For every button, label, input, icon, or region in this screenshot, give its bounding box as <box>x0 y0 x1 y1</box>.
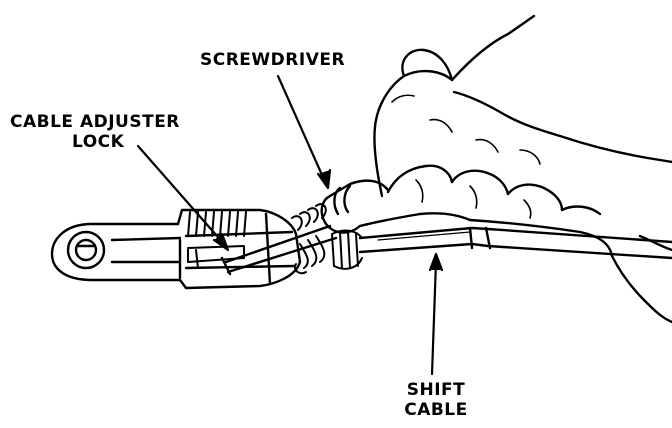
arrow-screwdriver <box>276 74 328 186</box>
arrow-lock <box>136 144 226 246</box>
arrow-shift-cable <box>430 260 438 376</box>
screwdriver-shaft <box>220 224 338 276</box>
label-line: CABLE ADJUSTER <box>10 112 180 132</box>
arrow-shift-cable-head <box>428 252 444 272</box>
hand <box>358 14 672 324</box>
arrow-screwdriver-head <box>316 168 332 190</box>
shift-cable <box>358 226 672 260</box>
leader-lines <box>136 74 444 376</box>
adjuster-spring <box>291 203 327 275</box>
label-line: SHIFT <box>406 380 466 400</box>
screwdriver-handle <box>320 179 390 234</box>
arrow-lock-head <box>212 232 230 252</box>
label-screwdriver: SCREWDRIVER <box>200 50 346 70</box>
threaded-collar <box>331 229 363 270</box>
label-line: LOCK <box>72 132 125 152</box>
label-line: CABLE <box>404 400 468 420</box>
label-shift-cable: SHIFT CABLE <box>386 380 486 420</box>
cable-eyelet <box>50 222 182 282</box>
label-cable-adjuster-lock: CABLE ADJUSTER LOCK <box>10 112 180 152</box>
